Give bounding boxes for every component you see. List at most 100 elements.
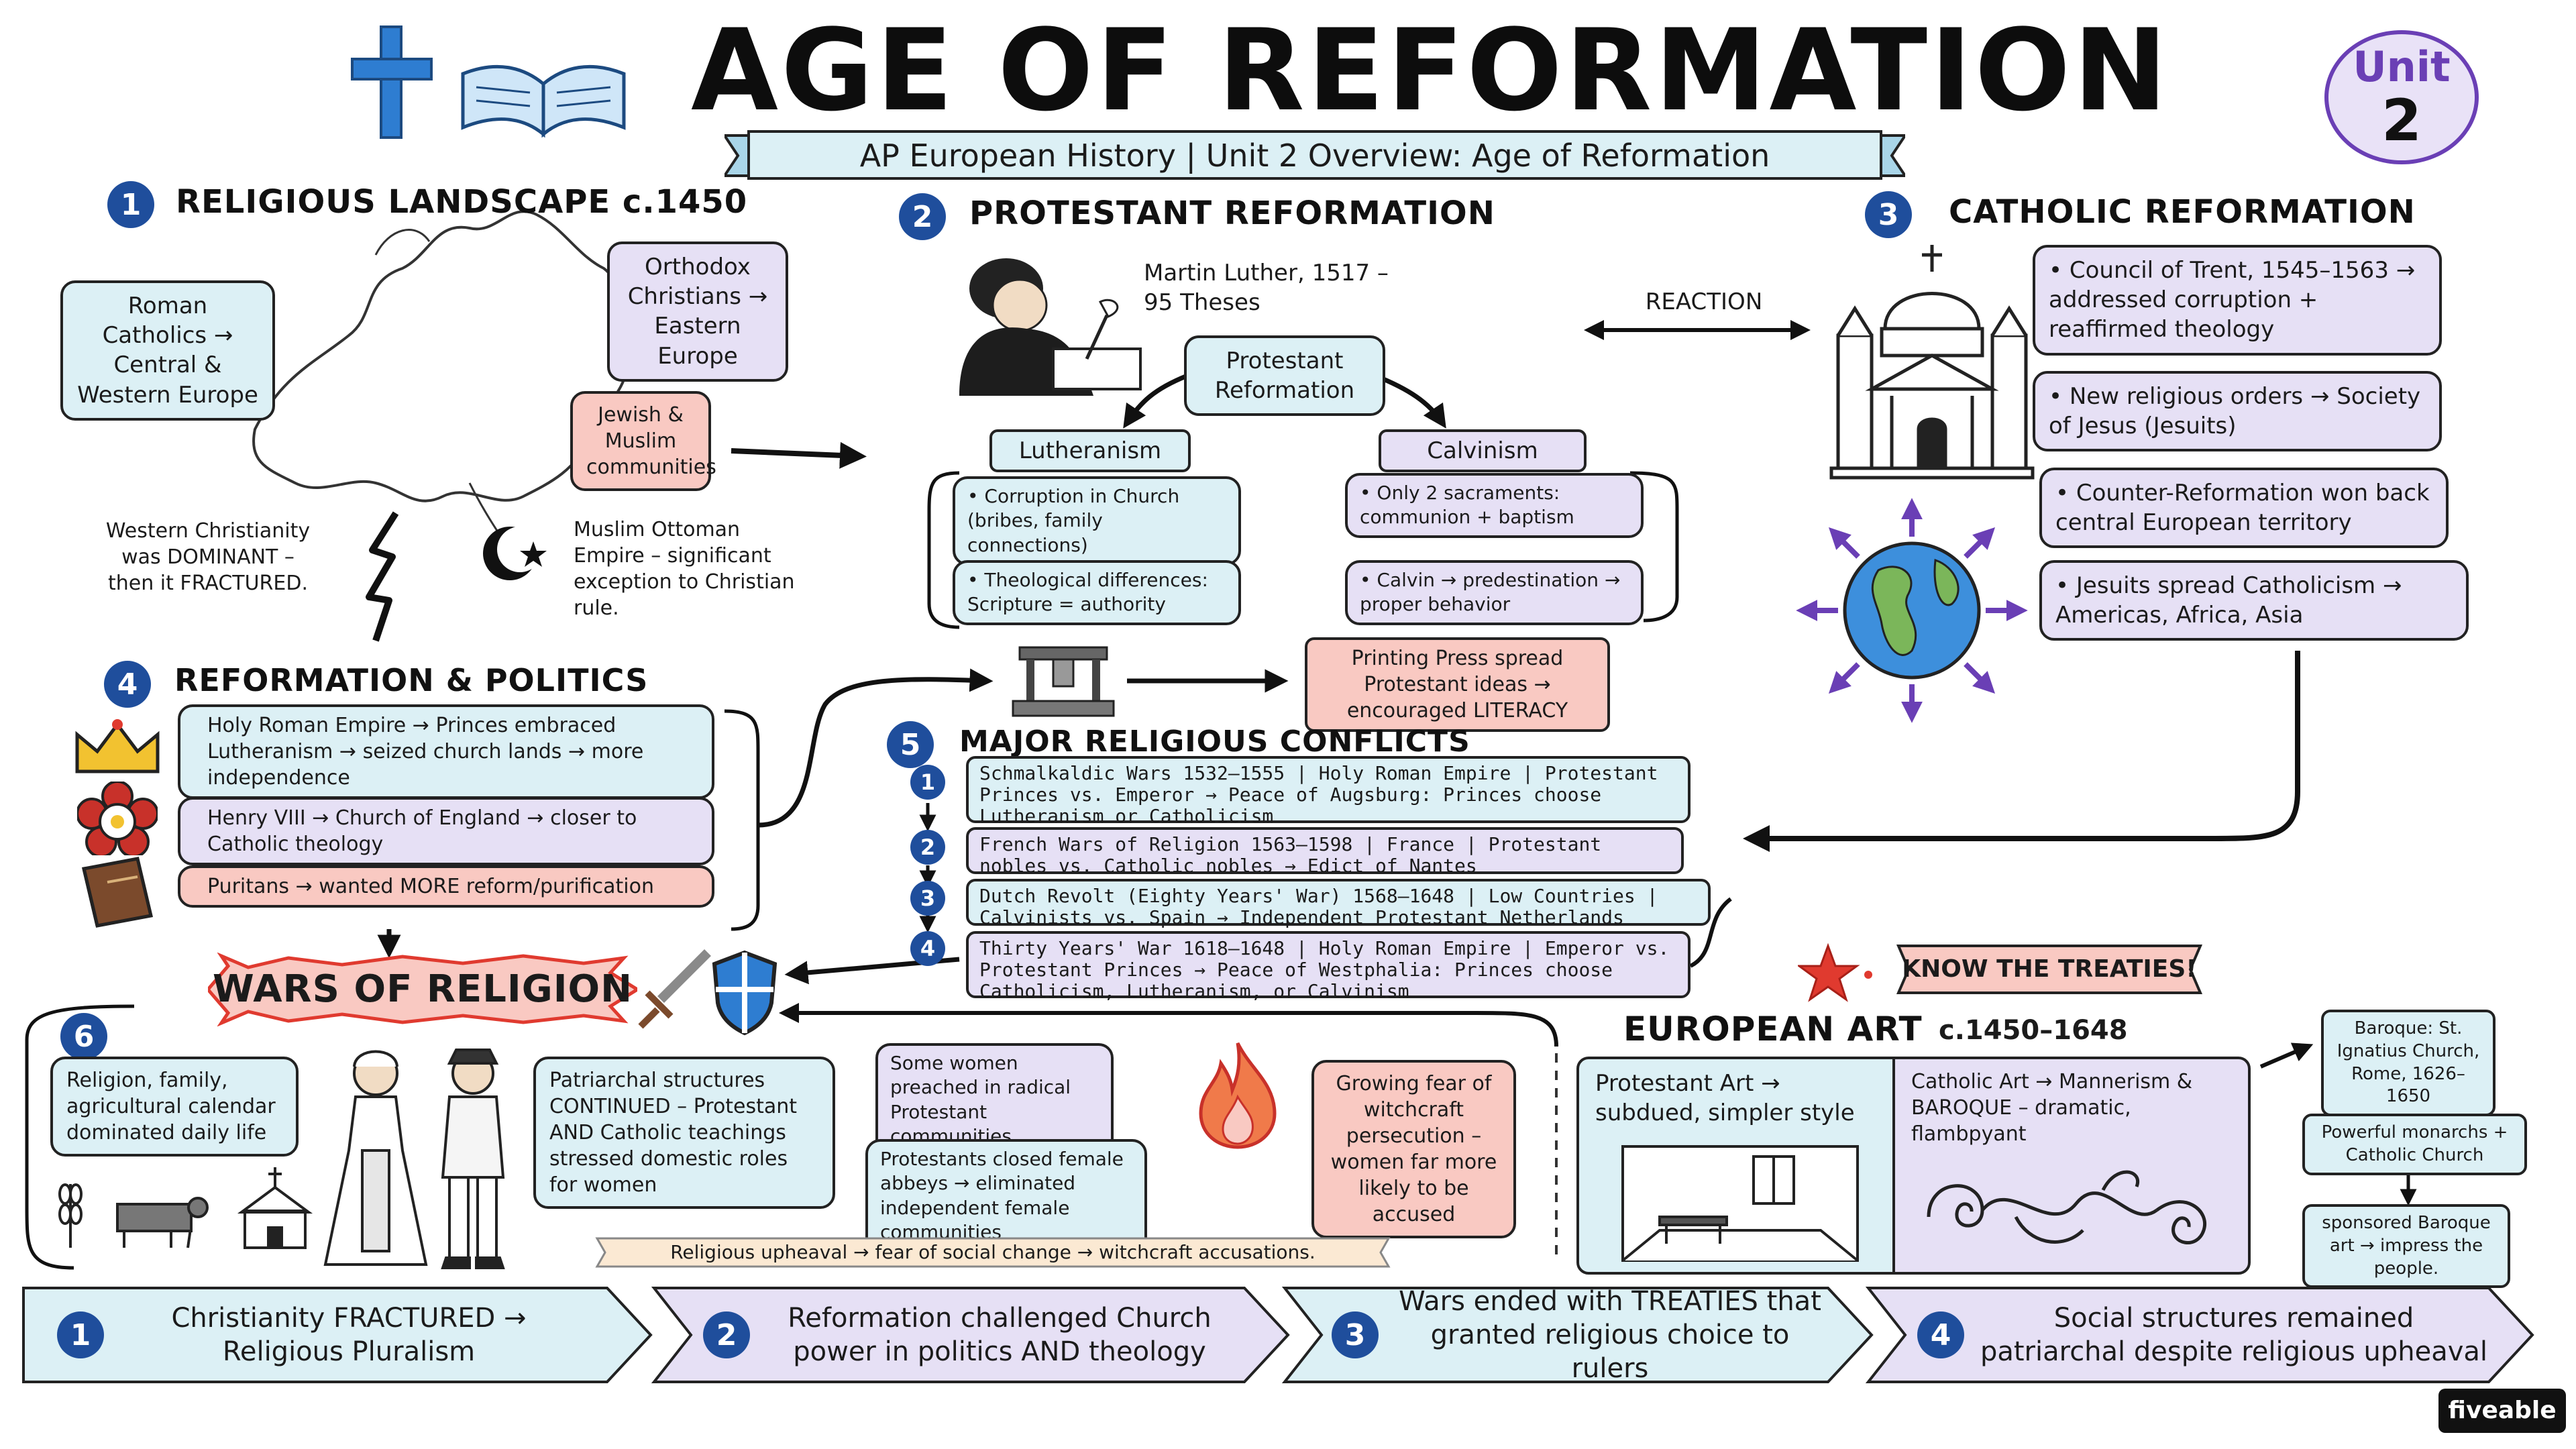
witchcraft-box: Growing fear of witchcraft persecution –… [1311, 1060, 1516, 1238]
section-1-badge: 1 [107, 181, 154, 228]
plain-room-illustration [1621, 1145, 1859, 1262]
women-preached-box: Some women preached in radical Protestan… [875, 1043, 1114, 1157]
globe-icon [1791, 496, 2033, 724]
council-of-trent-box: • Council of Trent, 1545–1563 → addresse… [2033, 245, 2442, 356]
wars-of-religion-banner: WARS OF RELIGION [208, 953, 637, 1026]
open-book-icon [461, 64, 626, 138]
conflict-1-badge: 1 [910, 765, 945, 800]
conflict-1-box: Schmalkaldic Wars 1532–1555 | Holy Roman… [966, 756, 1690, 827]
takeaway-1-text: Christianity FRACTURED → Religious Plura… [171, 1303, 527, 1367]
martin-luther-illustration [932, 241, 1147, 396]
protestant-reformation-box: Protestant Reformation [1184, 335, 1385, 417]
takeaway-4-badge: 4 [1917, 1311, 1964, 1358]
takeaway-2: 2 Reformation challenged Church power in… [651, 1285, 1291, 1385]
section-2-badge: 2 [899, 193, 946, 240]
abbeys-box: Protestants closed female abbeys → elimi… [865, 1139, 1147, 1253]
rural-life-icons [50, 1164, 319, 1251]
takeaway-3-badge: 3 [1332, 1311, 1379, 1358]
lutheranism-label: Lutheranism [989, 429, 1191, 473]
peasant-couple-illustration [315, 1036, 537, 1271]
section-4-badge: 4 [104, 661, 151, 708]
section-5-title: MAJOR RELIGIOUS CONFLICTS [959, 724, 1470, 759]
jesuits-spread-box: • Jesuits spread Catholicism → Americas,… [2039, 560, 2469, 641]
calvinism-point-2: • Calvin → predestination → proper behav… [1345, 560, 1644, 625]
art-panels: Protestant Art → subdued, simpler style … [1576, 1057, 2251, 1275]
section-3-badge: 3 [1865, 191, 1912, 238]
catholic-art-panel: Catholic Art → Mannerism & BAROQUE – dra… [1892, 1057, 2251, 1275]
upheaval-banner: Religious upheaval → fear of social chan… [590, 1233, 1395, 1272]
catholic-art-text: Catholic Art → Mannerism & BAROQUE – dra… [1911, 1070, 2193, 1146]
cross-icon [351, 25, 433, 139]
unit-badge: Unit 2 [2324, 30, 2479, 164]
section-1-title: RELIGIOUS LANDSCAPE c.1450 [176, 183, 748, 221]
conflict-3-box: Dutch Revolt (Eighty Years' War) 1568–16… [966, 879, 1711, 928]
holy-roman-empire-box: Holy Roman Empire → Princes embraced Lut… [178, 704, 714, 799]
fire-icon [1191, 1036, 1285, 1150]
luther-caption: Martin Luther, 1517 – 95 Theses [1144, 260, 1389, 317]
section-4-title: REFORMATION & POLITICS [174, 662, 649, 698]
upheaval-text: Religious upheaval → fear of social chan… [670, 1241, 1316, 1263]
lutheranism-point-1: • Corruption in Church (bribes, family c… [953, 476, 1241, 566]
conflict-4-badge: 4 [910, 931, 945, 966]
printing-press-icon [1006, 641, 1120, 721]
takeaway-3: 3 Wars ended with TREATIES that granted … [1281, 1285, 1875, 1385]
takeaway-1: 1 Christianity FRACTURED → Religious Plu… [20, 1285, 654, 1385]
book-icon [74, 855, 161, 929]
subtitle-text: AP European History | Unit 2 Overview: A… [859, 138, 1770, 174]
unit-number: 2 [2381, 87, 2422, 154]
subtitle-ribbon: AP European History | Unit 2 Overview: A… [724, 129, 1905, 182]
calvinism-point-1: • Only 2 sacraments: communion + baptism [1345, 473, 1644, 538]
star-icon [1796, 943, 1885, 1003]
section-2-title: PROTESTANT REFORMATION [969, 195, 1495, 232]
know-treaties-text: KNOW THE TREATIES! [1902, 955, 2197, 983]
takeaway-2-badge: 2 [703, 1311, 750, 1358]
baroque-scroll-illustration [1927, 1170, 2206, 1244]
patriarchal-box: Patriarchal structures CONTINUED – Prote… [533, 1057, 835, 1209]
powerful-monarchs-box: Powerful monarchs + Catholic Church [2302, 1114, 2527, 1175]
conflict-2-badge: 2 [910, 830, 945, 865]
art-date: c.1450–1648 [1939, 1015, 2128, 1046]
reaction-label: REACTION [1645, 288, 1763, 315]
sponsored-baroque-box: sponsored Baroque art → impress the peop… [2302, 1204, 2510, 1289]
printing-press-box: Printing Press spread Protestant ideas →… [1305, 637, 1610, 732]
header-icons [349, 20, 644, 141]
takeaway-4: 4 Social structures remained patriarchal… [1865, 1285, 2536, 1385]
fiveable-logo[interactable]: fiveable [2438, 1389, 2566, 1433]
counter-reformation-box: • Counter-Reformation won back central E… [2039, 468, 2449, 549]
art-title: EUROPEAN ART [1623, 1010, 1923, 1049]
takeaway-2-text: Reformation challenged Church power in p… [788, 1303, 1212, 1367]
puritans-box: Puritans → wanted MORE reform/purificati… [178, 865, 714, 908]
takeaway-1-badge: 1 [57, 1311, 104, 1358]
page-title: AGE OF REFORMATION [691, 5, 2170, 136]
section-3-title: CATHOLIC REFORMATION [1949, 193, 2416, 231]
takeaway-4-text: Social structures remained patriarchal d… [1980, 1303, 2488, 1367]
protestant-art-text: Protestant Art → subdued, simpler style [1595, 1070, 1855, 1127]
daily-life-box: Religion, family, agricultural calendar … [50, 1057, 299, 1157]
roman-catholics-box: Roman Catholics → Central & Western Euro… [60, 280, 275, 421]
western-christianity-text: Western Christianity was DOMINANT – then… [105, 519, 311, 595]
wheat-icon [58, 1183, 83, 1248]
section-6-badge: 6 [60, 1013, 107, 1060]
protestant-art-panel: Protestant Art → subdued, simpler style [1576, 1057, 1895, 1275]
tudor-rose-icon [76, 780, 159, 858]
know-treaties-banner: KNOW THE TREATIES! [1892, 943, 2207, 996]
jewish-muslim-box: Jewish & Muslim communities [570, 391, 716, 491]
section-5-badge: 5 [887, 721, 934, 768]
crown-icon [70, 714, 164, 782]
conflict-3-badge: 3 [910, 881, 945, 916]
shield-icon [708, 949, 782, 1036]
crescent-star-icon [480, 520, 553, 587]
church-icon [237, 1167, 313, 1249]
wars-of-religion-text: WARS OF RELIGION [212, 967, 633, 1011]
baroque-church-box: Baroque: St. Ignatius Church, Rome, 1626… [2321, 1010, 2496, 1117]
religious-orders-box: • New religious orders → Society of Jesu… [2033, 371, 2442, 452]
cathedral-icon [1825, 241, 2039, 483]
conflict-4-box: Thirty Years' War 1618–1648 | Holy Roman… [966, 931, 1690, 1002]
takeaway-3-text: Wars ended with TREATIES that granted re… [1399, 1286, 1821, 1384]
cow-icon [116, 1197, 209, 1248]
conflict-2-box: French Wars of Religion 1563–1598 | Fran… [966, 827, 1684, 877]
orthodox-box: Orthodox Christians → Eastern Europe [607, 241, 788, 382]
ottoman-text: Muslim Ottoman Empire – significant exce… [574, 518, 795, 620]
calvinism-label: Calvinism [1379, 429, 1587, 473]
unit-word: Unit [2353, 42, 2451, 91]
